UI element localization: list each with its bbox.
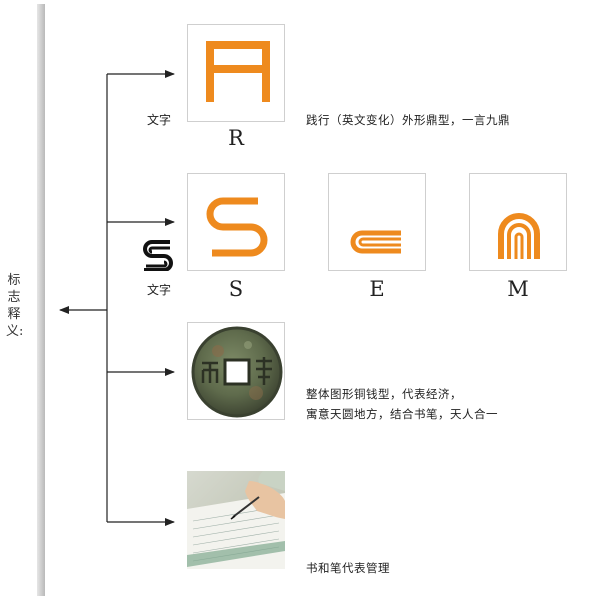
row3-description-line1: 整体图形铜钱型，代表经济，: [306, 387, 462, 401]
left-decorative-bar: [37, 4, 45, 596]
book-pen-box: [187, 471, 285, 569]
letter-m: M: [507, 277, 529, 301]
m-glyph-box: [469, 173, 567, 271]
e-glyph-icon: [350, 230, 401, 254]
letter-r: R: [228, 126, 244, 150]
row4-description: 书和笔代表管理: [306, 561, 390, 575]
m-glyph-icon: [498, 213, 540, 259]
coin-box: [187, 322, 285, 420]
e-glyph-box: [328, 173, 426, 271]
row1-description: 践行（英文变化）外形鼎型，一言九鼎: [306, 113, 510, 127]
r-glyph-box: [187, 24, 285, 122]
letter-e: E: [369, 277, 385, 301]
sem-logo-icon: [143, 240, 173, 271]
s-glyph-icon: [206, 197, 268, 257]
r-glyph-icon: [206, 41, 270, 102]
ancient-coin-icon: [191, 326, 283, 418]
row3-description-line2: 寓意天圆地方，结合书笔，天人合一: [306, 407, 498, 421]
row1-label: 文字: [147, 113, 172, 127]
book-pen-photo: [187, 471, 285, 569]
row2-label: 文字: [147, 283, 172, 297]
logo-meaning-title: 标志释义:: [6, 273, 24, 339]
s-glyph-box: [187, 173, 285, 271]
letter-s: S: [228, 277, 244, 301]
